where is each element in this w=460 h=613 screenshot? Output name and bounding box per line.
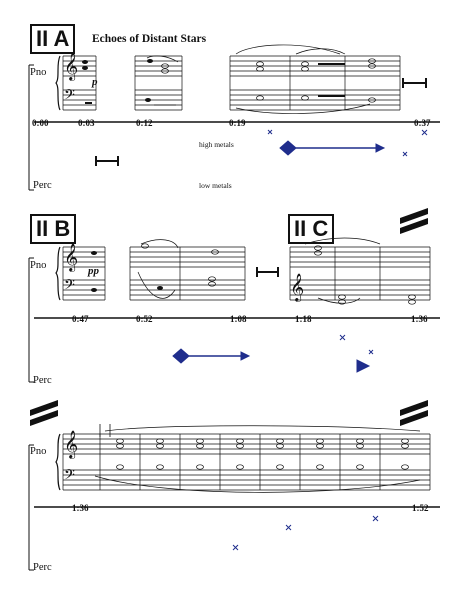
section-marker-iib: II B: [30, 214, 77, 244]
dynamic-p: p: [92, 76, 98, 88]
sustained-chords-treble: [116, 438, 409, 449]
piano-label-1: Pno: [30, 67, 47, 78]
percussion-label-1: Perc: [33, 180, 52, 191]
time-1-52: 1:52: [412, 503, 429, 513]
time-0-37: 0:37: [414, 118, 431, 128]
percussion-label-2: Perc: [33, 375, 52, 386]
svg-text:𝄢: 𝄢: [64, 467, 75, 487]
perc-event-diamond-arrow-2: [172, 348, 251, 364]
perc-event-triangle: [356, 359, 371, 373]
svg-text:𝄞: 𝄞: [64, 52, 78, 81]
svg-text:𝄢: 𝄢: [64, 277, 75, 297]
staff-system-3: [62, 433, 431, 491]
piano-label-2: Pno: [30, 260, 47, 271]
time-1-36-a: 1:36: [411, 314, 428, 324]
perc-event-diamond-arrow-1: [279, 140, 386, 156]
perc-x-marks-3: [232, 515, 379, 551]
piano-label-3: Pno: [30, 446, 47, 457]
time-0-03: 0:03: [78, 118, 95, 128]
perc-note-high-metals: high metals: [199, 140, 234, 149]
svg-text:𝄞: 𝄞: [290, 273, 304, 302]
svg-text:𝄢: 𝄢: [64, 87, 75, 107]
continuation-mark-3: [400, 400, 428, 416]
perc-x-marks-1: [267, 129, 428, 157]
dynamic-pp: pp: [88, 265, 99, 277]
continuation-mark-1: [400, 208, 428, 224]
section-marker-iia: II A: [30, 24, 76, 54]
time-1-18: 1:18: [295, 314, 312, 324]
time-1-08: 1:08: [230, 314, 247, 324]
time-0-19: 0:19: [229, 118, 246, 128]
svg-text:𝄞: 𝄞: [64, 430, 78, 459]
piece-title: Echoes of Distant Stars: [92, 33, 207, 45]
svg-text:𝄞: 𝄞: [64, 243, 78, 272]
sustained-notes-bass: [116, 464, 409, 470]
section-marker-iic: II C: [288, 214, 335, 244]
time-0-12: 0:12: [136, 118, 153, 128]
time-0-00: 0:00: [32, 118, 49, 128]
perc-x-marks-2: [339, 334, 374, 355]
staff-system-2: [62, 246, 431, 301]
perc-note-low-metals: low metals: [199, 181, 232, 190]
percussion-label-3: Perc: [33, 562, 52, 573]
staff-system-1: [62, 55, 401, 111]
time-0-52: 0:52: [136, 314, 153, 324]
continuation-mark-2: [30, 400, 58, 416]
time-0-47: 0:47: [72, 314, 89, 324]
time-1-36-b: 1:36: [72, 503, 89, 513]
